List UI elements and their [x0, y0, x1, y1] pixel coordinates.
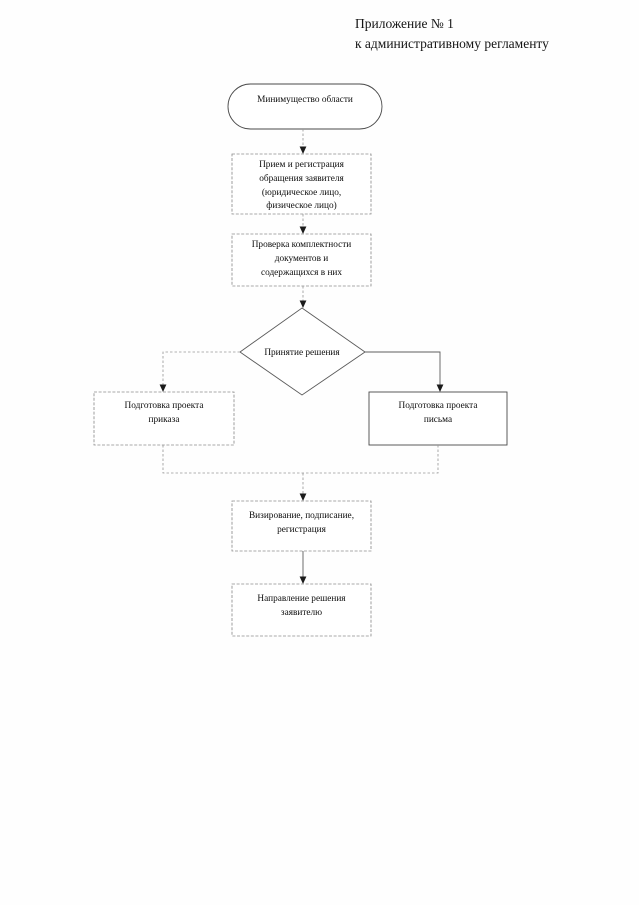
intake-box-shape — [231, 153, 372, 215]
branch-order-label-line-2: приказа — [149, 415, 180, 425]
approval-box-shape — [231, 500, 372, 552]
intake-label-line-3: (юридическое лицо, — [262, 187, 341, 198]
branch-letter-label-line-1: Подготовка проекта — [399, 401, 478, 411]
edge-line — [162, 351, 240, 386]
intake-label-line-2: обращения заявителя — [259, 173, 344, 184]
check-label-line-2: документов и — [275, 254, 329, 264]
branch-letter-box-shape — [368, 391, 508, 446]
edge-decision-to-branch-letter — [365, 351, 444, 392]
decision-label-line-1: Принятие решения — [264, 348, 340, 358]
document-header: Приложение № 1 к административному регла… — [355, 14, 625, 53]
check-box-shape — [231, 233, 372, 287]
arrow-head-icon — [299, 146, 307, 154]
edge-intake-to-check — [299, 214, 307, 234]
flow-node-branch-order: Подготовка проекта приказа — [93, 391, 235, 446]
edge-line — [365, 351, 441, 386]
arrow-head-icon — [299, 576, 307, 584]
edge-approval-to-dispatch — [299, 551, 307, 584]
edge-check-to-decision — [299, 286, 307, 308]
header-line-1: Приложение № 1 — [355, 16, 454, 31]
flow-node-decision: Принятие решения — [239, 307, 366, 396]
edge-decision-to-branch-order — [159, 351, 240, 392]
arrow-head-icon — [299, 226, 307, 234]
flow-node-dispatch: Направление решения заявителю — [231, 583, 372, 637]
branch-letter-label-line-2: письма — [424, 415, 452, 425]
edge-branch-order-to-approval — [162, 445, 303, 474]
flow-node-intake: Прием и регистрация обращения заявителя … — [231, 153, 372, 215]
intake-label-line-4: физическое лицо) — [266, 200, 336, 211]
flow-node-start: Минимущество области — [227, 83, 383, 130]
start-terminator-shape — [227, 83, 383, 130]
intake-label-line-1: Прием и регистрация — [259, 160, 345, 170]
edge-merge-to-approval — [299, 473, 307, 501]
branch-order-box-shape — [93, 391, 235, 446]
approval-label-line-2: регистрация — [277, 525, 327, 535]
arrow-head-icon — [436, 384, 444, 392]
start-label-line-1: Минимущество области — [257, 94, 353, 105]
check-label-line-1: Проверка комплектности — [252, 240, 352, 250]
dispatch-box-shape — [231, 583, 372, 637]
arrow-head-icon — [299, 493, 307, 501]
edge-start-to-intake — [299, 129, 307, 154]
flow-node-check: Проверка комплектности документов и соде… — [231, 233, 372, 287]
approval-label-line-1: Визирование, подписание, — [249, 511, 354, 521]
dispatch-label-line-1: Направление решения — [257, 594, 346, 604]
branch-order-label-line-1: Подготовка проекта — [125, 401, 204, 411]
edge-branch-letter-to-approval — [303, 445, 439, 474]
edge-line — [303, 445, 439, 474]
edge-line — [162, 445, 303, 474]
decision-diamond-shape — [239, 307, 366, 396]
arrow-head-icon — [299, 300, 307, 308]
check-label-line-3: содержащихся в них — [261, 268, 342, 278]
header-line-2: к административному регламенту — [355, 35, 549, 51]
flow-node-approval: Визирование, подписание, регистрация — [231, 500, 372, 552]
dispatch-label-line-2: заявителю — [281, 608, 322, 618]
flow-node-branch-letter: Подготовка проекта письма — [368, 391, 508, 446]
arrow-head-icon — [159, 384, 167, 392]
